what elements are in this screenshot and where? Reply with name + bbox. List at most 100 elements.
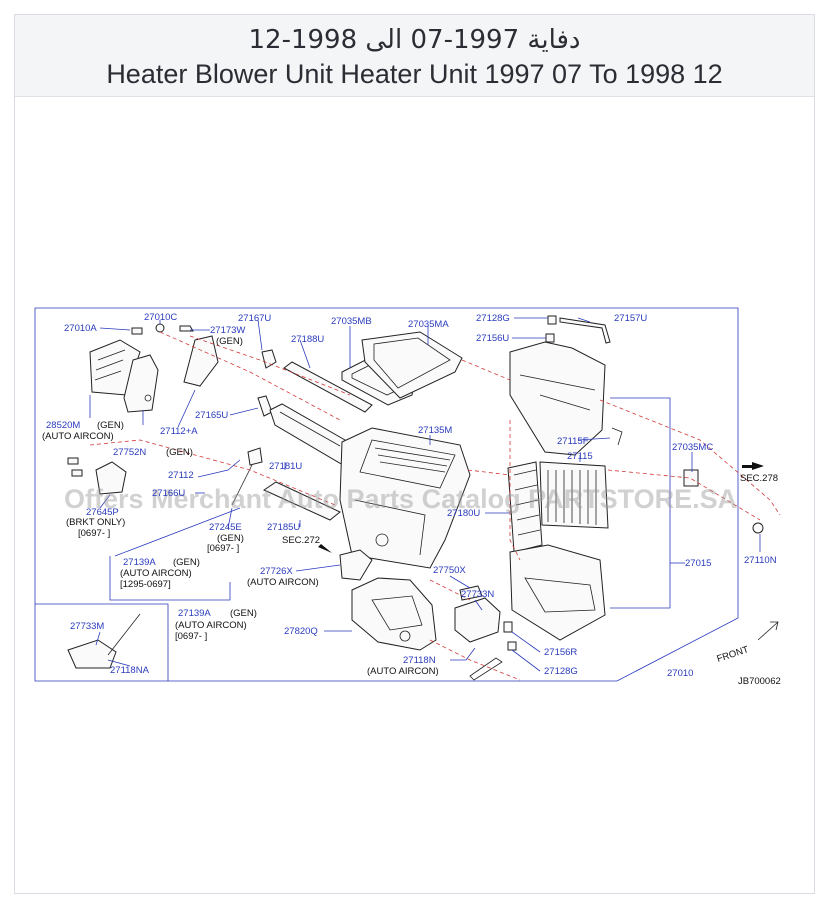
label-27135m[interactable]: 27135M — [418, 425, 452, 436]
part-27167u-shape — [261, 349, 277, 369]
part-27128g-27156u-shape — [545, 315, 557, 343]
part-27726x-shape — [339, 549, 373, 581]
part-27165u-shape — [257, 395, 273, 417]
part-27820q-shape — [351, 577, 437, 651]
label-27110n[interactable]: 27110N — [744, 555, 777, 566]
front-label: FRONT — [716, 644, 751, 665]
label-27035mc[interactable]: 27035MC — [672, 442, 713, 453]
label-27139a-1-gen: (GEN) — [173, 557, 200, 568]
label-27181u[interactable]: 27181U — [269, 461, 302, 472]
label-27118na[interactable]: 27118NA — [110, 665, 150, 676]
label-27733n-right[interactable]: 27733N — [461, 589, 494, 600]
label-27188u[interactable]: 27188U — [291, 334, 324, 345]
label-27245e[interactable]: 27245E — [209, 522, 242, 533]
part-27733m-shape — [67, 613, 141, 669]
part-27185u-shape — [262, 481, 341, 521]
label-27139a-1-range: [1295-0697] — [120, 579, 171, 590]
part-27752n-shape — [123, 354, 159, 413]
label-27157u[interactable]: 27157U — [614, 313, 647, 324]
label-27128g-bottom[interactable]: 27128G — [544, 666, 578, 677]
label-27645p-range: [0697- ] — [78, 528, 110, 539]
label-27185u[interactable]: 27185U — [267, 522, 300, 533]
part-27733n-shape — [454, 597, 501, 643]
label-27139a-2[interactable]: 27139A — [178, 608, 211, 619]
content-frame: دفاية 1997-07 الى 1998-12 Heater Blower … — [14, 14, 815, 894]
label-27139a-1-auto: (AUTO AIRCON) — [120, 568, 192, 579]
part-27157u-shape — [559, 317, 611, 344]
label-28520m[interactable]: 28520M — [46, 420, 80, 431]
label-27139a-2-range: [0697- ] — [175, 631, 207, 642]
part-27180u-shape — [507, 461, 543, 553]
part-27115f-shape — [611, 427, 623, 446]
diagram-id: JB700062 — [738, 676, 781, 687]
label-27726x-auto: (AUTO AIRCON) — [247, 577, 319, 588]
label-27112[interactable]: 27112 — [168, 470, 194, 481]
part-27188u-shape — [283, 361, 373, 413]
part-labels: 27010A 27010C 27167U 27173W (GEN) 27188U… — [42, 312, 781, 687]
label-27645p[interactable]: 27645P — [86, 507, 119, 518]
label-27245e-range: [0697- ] — [207, 543, 239, 554]
label-27165u[interactable]: 27165U — [195, 410, 228, 421]
part-27015-lower-shape — [509, 544, 606, 641]
label-27733m[interactable]: 27733M — [70, 621, 104, 632]
part-27156r-27128g-shape — [503, 621, 517, 651]
sec272-arrow-icon — [318, 544, 332, 553]
part-27245e-shape — [231, 447, 263, 506]
label-27139a-1[interactable]: 27139A — [123, 557, 156, 568]
label-27156u[interactable]: 27156U — [476, 333, 509, 344]
part-27035ma-shape — [361, 331, 463, 399]
label-28520m-auto: (AUTO AIRCON) — [42, 431, 114, 442]
part-27035mc-shape — [683, 469, 699, 487]
label-27245e-gen: (GEN) — [217, 533, 244, 544]
label-27752n-gen: (GEN) — [166, 447, 193, 458]
label-27010[interactable]: 27010 — [667, 668, 693, 679]
page-title-english: Heater Blower Unit Heater Unit 1997 07 T… — [106, 59, 723, 89]
label-27645p-brkt: (BRKT ONLY) — [66, 517, 125, 528]
part-27110n-shape — [752, 522, 764, 534]
label-27139a-2-auto: (AUTO AIRCON) — [175, 620, 247, 631]
label-27180u[interactable]: 27180U — [447, 508, 480, 519]
front-arrow-icon — [757, 621, 779, 641]
assembly-lines — [89, 331, 781, 681]
part-27112a-shape — [183, 335, 219, 387]
label-27752n[interactable]: 27752N — [113, 447, 146, 458]
label-sec272[interactable]: SEC.272 — [282, 535, 320, 546]
label-28520m-gen: (GEN) — [97, 420, 124, 431]
label-27010a[interactable]: 27010A — [64, 323, 97, 334]
label-27115[interactable]: 27115 — [567, 451, 593, 462]
label-sec278[interactable]: SEC.278 — [740, 473, 778, 484]
label-27112a[interactable]: 27112+A — [160, 426, 198, 437]
label-27035mb[interactable]: 27035MB — [331, 316, 372, 327]
part-bolts-shape — [131, 323, 194, 335]
leader-lines — [89, 317, 761, 672]
part-27118n-shape — [469, 657, 503, 681]
label-27118n[interactable]: 27118N — [403, 655, 436, 666]
label-27173w[interactable]: 27173W — [210, 325, 245, 336]
inset-box — [35, 603, 169, 681]
part-27645p-shape — [67, 457, 127, 495]
part-27750x-shape — [459, 585, 483, 601]
label-27750x[interactable]: 27750X — [433, 565, 466, 576]
part-27135m-shape — [339, 427, 471, 569]
label-27167u[interactable]: 27167U — [238, 313, 271, 324]
page-title-arabic: دفاية 1997-07 الى 1998-12 — [248, 25, 581, 55]
label-27010c[interactable]: 27010C — [144, 312, 177, 323]
label-27015[interactable]: 27015 — [685, 558, 711, 569]
label-27035ma[interactable]: 27035MA — [408, 319, 449, 330]
label-27166u[interactable]: 27166U — [152, 488, 185, 499]
part-27115-shape — [539, 461, 609, 529]
label-27173w-gen: (GEN) — [216, 336, 243, 347]
watermark-text: Offers Merchant Auto Parts Catalog PARTS… — [64, 484, 737, 514]
label-27115f[interactable]: 27115F — [557, 436, 589, 447]
page-header: دفاية 1997-07 الى 1998-12 Heater Blower … — [15, 15, 814, 97]
part-27181u-shape — [269, 403, 346, 466]
part-27015-upper-shape — [509, 341, 606, 456]
label-27128g-top[interactable]: 27128G — [476, 313, 510, 324]
label-27156r[interactable]: 27156R — [544, 647, 577, 658]
label-27139a-2-gen: (GEN) — [230, 608, 257, 619]
diagram-border — [34, 307, 739, 682]
label-27820q[interactable]: 27820Q — [284, 626, 318, 637]
sec278-arrow-icon — [742, 462, 764, 470]
label-27726x[interactable]: 27726X — [260, 566, 293, 577]
